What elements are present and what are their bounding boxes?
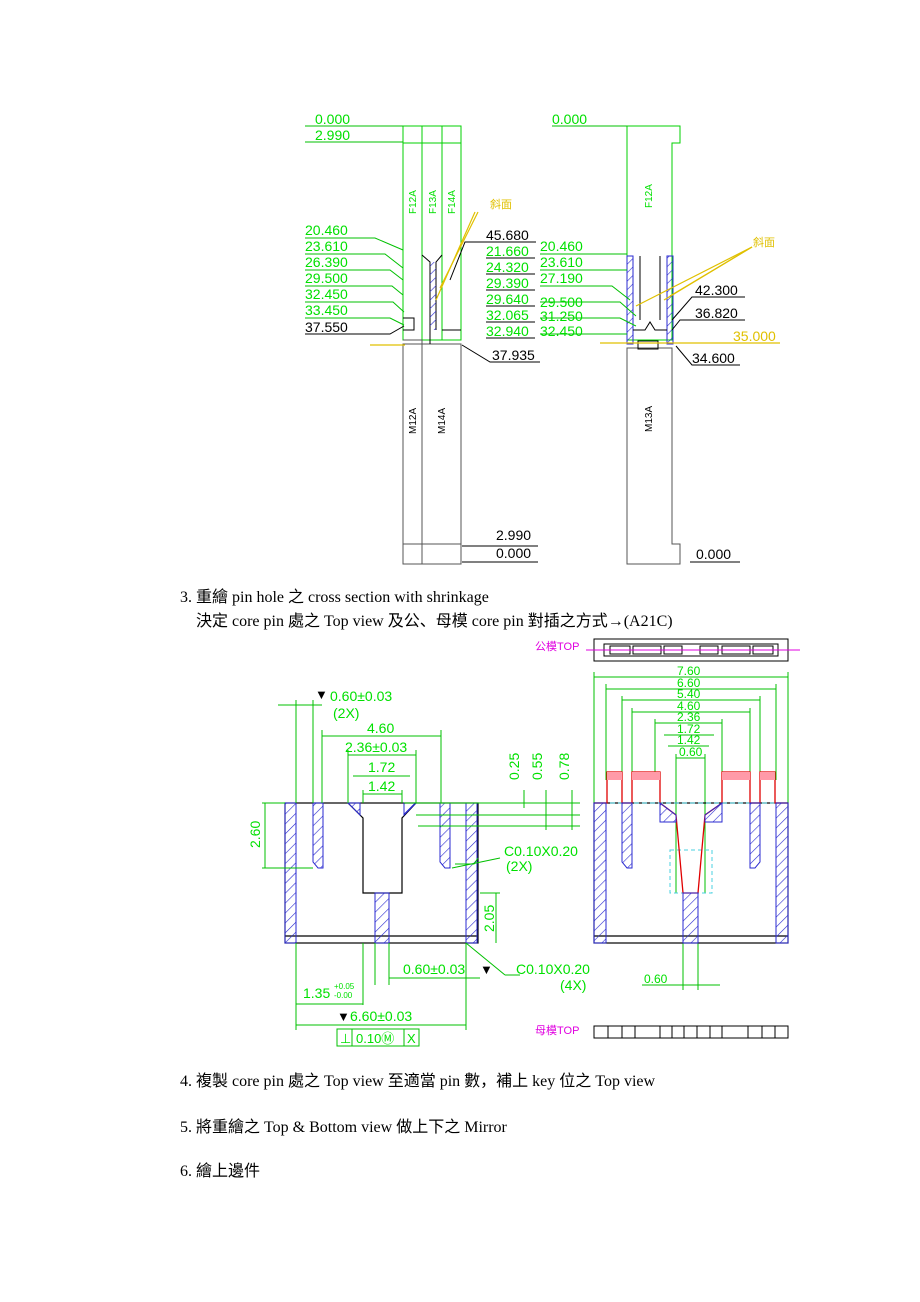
datum-triangle-2: ▼: [480, 962, 493, 977]
dim-055: 0.55: [529, 753, 545, 780]
datum-triangle-3: ▼: [337, 1009, 350, 1024]
cavity-label-f13a: F13A: [428, 190, 439, 214]
section-3-subline: 決定 core pin 處之 Top view 及公、母模 core pin 對…: [196, 613, 673, 630]
cavity-label-f14a: F14A: [447, 190, 458, 214]
dim-060-top: 0.60±0.03: [330, 688, 392, 704]
step-4: 4. 複製 core pin 處之 Top view 至適當 pin 數，補上 …: [180, 1073, 656, 1090]
rdim-660: 6.60: [677, 676, 701, 690]
pin-hole-section-left: ▼ 0.60±0.03 (2X) 4.60 2.36±0.03 1.72 1.4…: [247, 687, 590, 1047]
rv-core-label: M13A: [644, 406, 655, 432]
rdim-540: 5.40: [677, 687, 701, 701]
bottom-right-dim: 37.935: [492, 347, 535, 363]
chamfer-count-bottom: (4X): [560, 977, 586, 993]
step-5: 5. 將重繪之 Top & Bottom view 做上下之 Mirror: [180, 1119, 507, 1136]
dim-260: 2.60: [247, 821, 263, 848]
dim-142: 1.42: [368, 778, 395, 794]
core-label-m14a: M14A: [437, 408, 448, 434]
dim-078: 0.78: [556, 753, 572, 780]
left-dim-5: 33.450: [305, 302, 348, 318]
right-dim-2: 24.320: [486, 259, 529, 275]
slope-label-left: 斜面: [490, 198, 512, 211]
datum-triangle-1: ▼: [315, 687, 328, 702]
rdim-460: 4.60: [677, 699, 701, 713]
left-dim-2: 26.390: [305, 254, 348, 270]
rdim-236: 2.36: [677, 710, 701, 724]
right-dim-6: 32.940: [486, 323, 529, 339]
rv-low-dim: 34.600: [692, 350, 735, 366]
left-top-dim-1: 2.990: [315, 127, 350, 143]
gdt-symbol: ⊥: [340, 1031, 351, 1046]
right-dim-4: 29.640: [486, 291, 529, 307]
rv-left-dim-0: 20.460: [540, 238, 583, 254]
left-dim-0: 20.460: [305, 222, 348, 238]
left-dim-4: 32.450: [305, 286, 348, 302]
rdim-142: 1.42: [677, 733, 701, 747]
dim-025: 0.25: [506, 753, 522, 780]
slope-label-right: 斜面: [753, 236, 775, 249]
right-dim-0: 45.680: [486, 227, 529, 243]
cavity-label-f12a: F12A: [408, 190, 419, 214]
dim-2x-top: (2X): [333, 705, 359, 721]
left-dim-6: 37.550: [305, 319, 348, 335]
step-6: 6. 繪上邊件: [180, 1163, 261, 1180]
rv-top-dim: 0.000: [552, 111, 587, 127]
section-3-heading: 3. 重繪 pin hole 之 cross section with shri…: [180, 589, 489, 606]
pin-hole-drawing: ▼ 0.60±0.03 (2X) 4.60 2.36±0.03 1.72 1.4…: [247, 638, 800, 1047]
gdt-datum: X: [407, 1031, 416, 1046]
left-dim-3: 29.500: [305, 270, 348, 286]
right-dim-3: 29.390: [486, 275, 529, 291]
dim-460: 4.60: [367, 720, 394, 736]
dim-236: 2.36±0.03: [345, 739, 407, 755]
rv-bottom-dim: 0.000: [696, 546, 731, 562]
chamfer-label-top: C0.10X0.20: [504, 843, 578, 859]
rdim-760: 7.60: [677, 664, 701, 678]
gdt-value: 0.10Ⓜ: [356, 1031, 394, 1046]
dim-205: 2.05: [481, 905, 497, 932]
rv-left-dim-3: 29.500: [540, 294, 583, 310]
dim-135: 1.35: [303, 985, 330, 1001]
left-top-dim-0: 0.000: [315, 111, 350, 127]
pin-hole-section-right: 公模TOP: [535, 638, 800, 1039]
left-dim-1: 23.610: [305, 238, 348, 254]
rdim-172: 1.72: [677, 722, 701, 736]
core-label-m12a: M12A: [408, 408, 419, 434]
female-top-label: 母模TOP: [535, 1024, 579, 1037]
rv-right-dim-0: 42.300: [695, 282, 738, 298]
dim-135-tol-minus: -0.00: [334, 991, 353, 1000]
right-dim-5: 32.065: [486, 307, 529, 323]
rv-cavity-label: F12A: [644, 184, 655, 208]
left-section-view: 0.000 2.990 20.460 23.610 26.390 29.500 …: [305, 111, 540, 565]
rdim-060: 0.60: [679, 745, 703, 759]
rv-left-dim-5: 32.450: [540, 323, 583, 339]
right-section-view: 0.000 20.460 23.610 27.190 29.500 31.250…: [540, 111, 780, 565]
gdt-frame: ⊥ 0.10Ⓜ X: [336, 1028, 420, 1047]
rv-left-dim-1: 23.610: [540, 254, 583, 270]
cross-section-drawing: 0.000 2.990 20.460 23.610 26.390 29.500 …: [305, 111, 780, 565]
bottom-dim-1: 0.000: [496, 545, 531, 561]
dim-135-tol-plus: +0.05: [334, 982, 355, 991]
rv-parting-dim: 35.000: [733, 328, 776, 344]
right-dim-1: 21.660: [486, 243, 529, 259]
chamfer-label-bottom: C0.10X0.20: [516, 961, 590, 977]
male-top-label: 公模TOP: [535, 640, 579, 653]
dim-660: 6.60±0.03: [350, 1008, 412, 1024]
rv-right-dim-1: 36.820: [695, 305, 738, 321]
dim-172: 1.72: [368, 759, 395, 775]
bottom-dim-0: 2.990: [496, 527, 531, 543]
rv-left-dim-4: 31.250: [540, 308, 583, 324]
dim-060-bottom: 0.60±0.03: [403, 961, 465, 977]
rdim-bottom-060: 0.60: [644, 972, 668, 986]
rv-left-dim-2: 27.190: [540, 270, 583, 286]
chamfer-count-top: (2X): [506, 858, 532, 874]
